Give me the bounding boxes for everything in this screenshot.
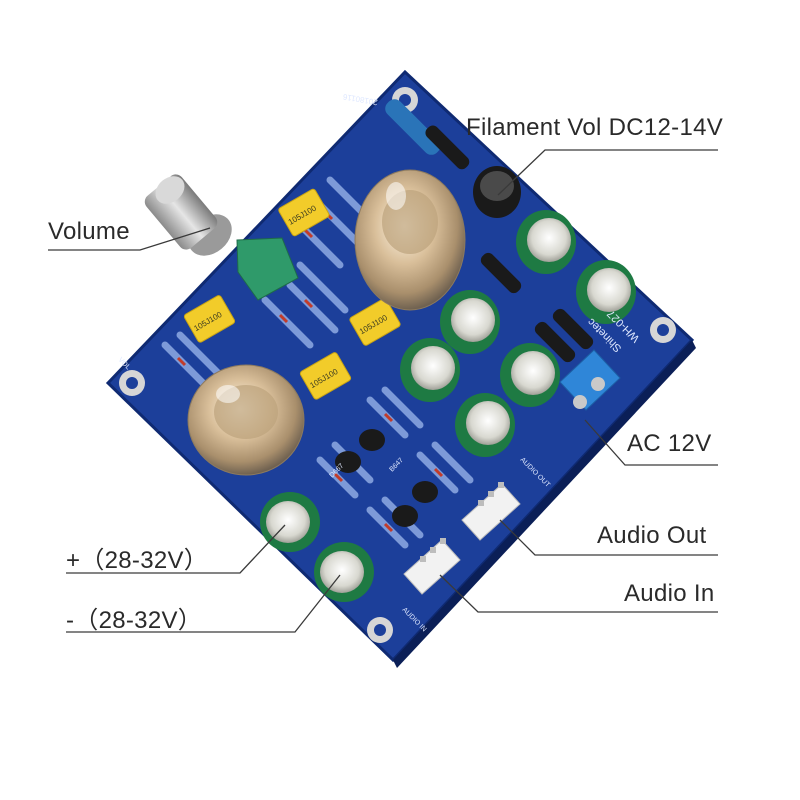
silk-date-code: 20180116 (342, 92, 379, 107)
pcb-edge-shadow (393, 340, 696, 668)
electrolytic-capacitors (260, 210, 636, 602)
audio-in-label: Audio In (624, 580, 715, 607)
ac-input-label: AC 12V (627, 430, 712, 457)
diodes (385, 99, 594, 363)
filament-voltage-label: Filament Vol DC12-14V (466, 114, 724, 141)
volume-label: Volume (48, 218, 130, 245)
volume-potentiometer (144, 174, 299, 301)
ac-terminal-block (559, 349, 621, 411)
vacuum-tube-top (354, 169, 466, 311)
negative-supply-label: -（28-32V） (66, 607, 203, 634)
small-black-capacitor (473, 166, 521, 218)
film-capacitors: 105J100 105J100 105J100 105J100 (183, 188, 401, 400)
transistors (335, 429, 438, 527)
mounting-holes (119, 87, 676, 643)
audio-out-connector (461, 482, 521, 541)
audio-in-connector (403, 538, 461, 595)
audio-out-label: Audio Out (597, 522, 707, 549)
vacuum-tube-bottom (187, 364, 305, 476)
positive-supply-label: +（28-32V） (66, 547, 209, 574)
callout-lines (48, 149, 718, 633)
